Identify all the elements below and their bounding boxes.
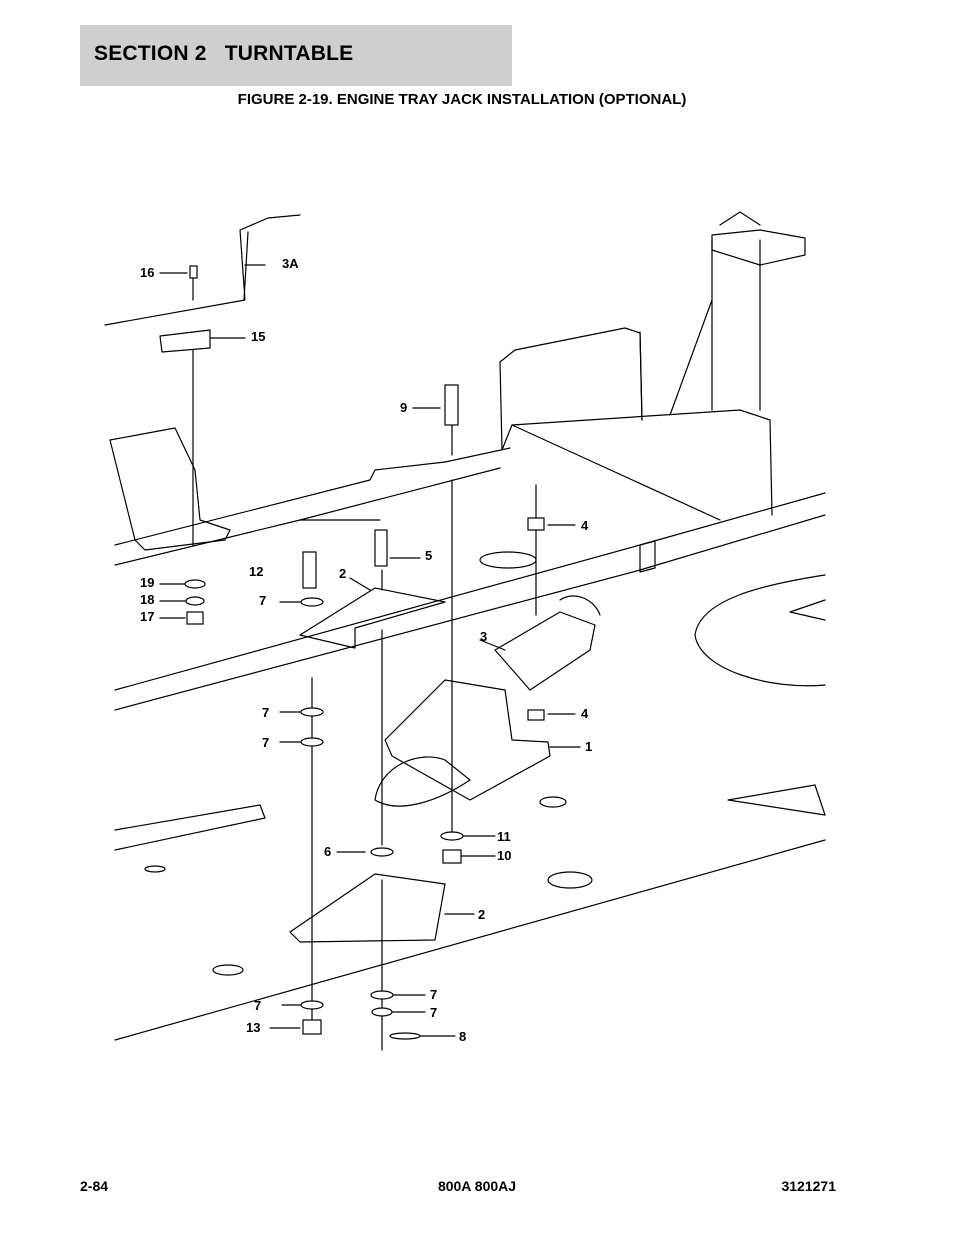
callout-16: 16	[140, 265, 154, 280]
callout-7-b: 7	[262, 705, 269, 720]
callout-7-c: 7	[262, 735, 269, 750]
part-number: 3121271	[781, 1178, 836, 1194]
hardware	[144, 265, 593, 1040]
callout-7-d: 7	[254, 998, 261, 1013]
callout-1: 1	[585, 739, 592, 754]
model-name: 800A 800AJ	[437, 1178, 517, 1194]
line-art	[104, 211, 826, 1051]
callout-4-upper: 4	[581, 518, 589, 533]
callout-7-e: 7	[430, 987, 437, 1002]
section-header: SECTION 2 TURNTABLE	[80, 25, 512, 86]
callout-2-lower: 2	[478, 907, 485, 922]
callout-9: 9	[400, 400, 407, 415]
callout-12: 12	[249, 564, 263, 579]
callout-7-f: 7	[430, 1005, 437, 1020]
figure-title: FIGURE 2-19. ENGINE TRAY JACK INSTALLATI…	[237, 91, 687, 108]
callout-3: 3	[480, 629, 487, 644]
callout-13: 13	[246, 1020, 260, 1035]
callout-5: 5	[425, 548, 432, 563]
callout-4-lower: 4	[581, 706, 589, 721]
callout-17: 17	[140, 609, 154, 624]
callout-8: 8	[459, 1029, 466, 1044]
callout-18: 18	[140, 592, 154, 607]
callout-15: 15	[251, 329, 265, 344]
callout-11: 11	[497, 829, 511, 844]
callout-10: 10	[497, 848, 511, 863]
callout-2-upper: 2	[339, 566, 346, 581]
callout-3a: 3A	[282, 256, 299, 271]
callout-7-a: 7	[259, 593, 266, 608]
page-number: 2-84	[80, 1178, 109, 1194]
callout-19: 19	[140, 575, 154, 590]
callout-6: 6	[324, 844, 331, 859]
section-title: SECTION 2 TURNTABLE	[94, 42, 354, 65]
